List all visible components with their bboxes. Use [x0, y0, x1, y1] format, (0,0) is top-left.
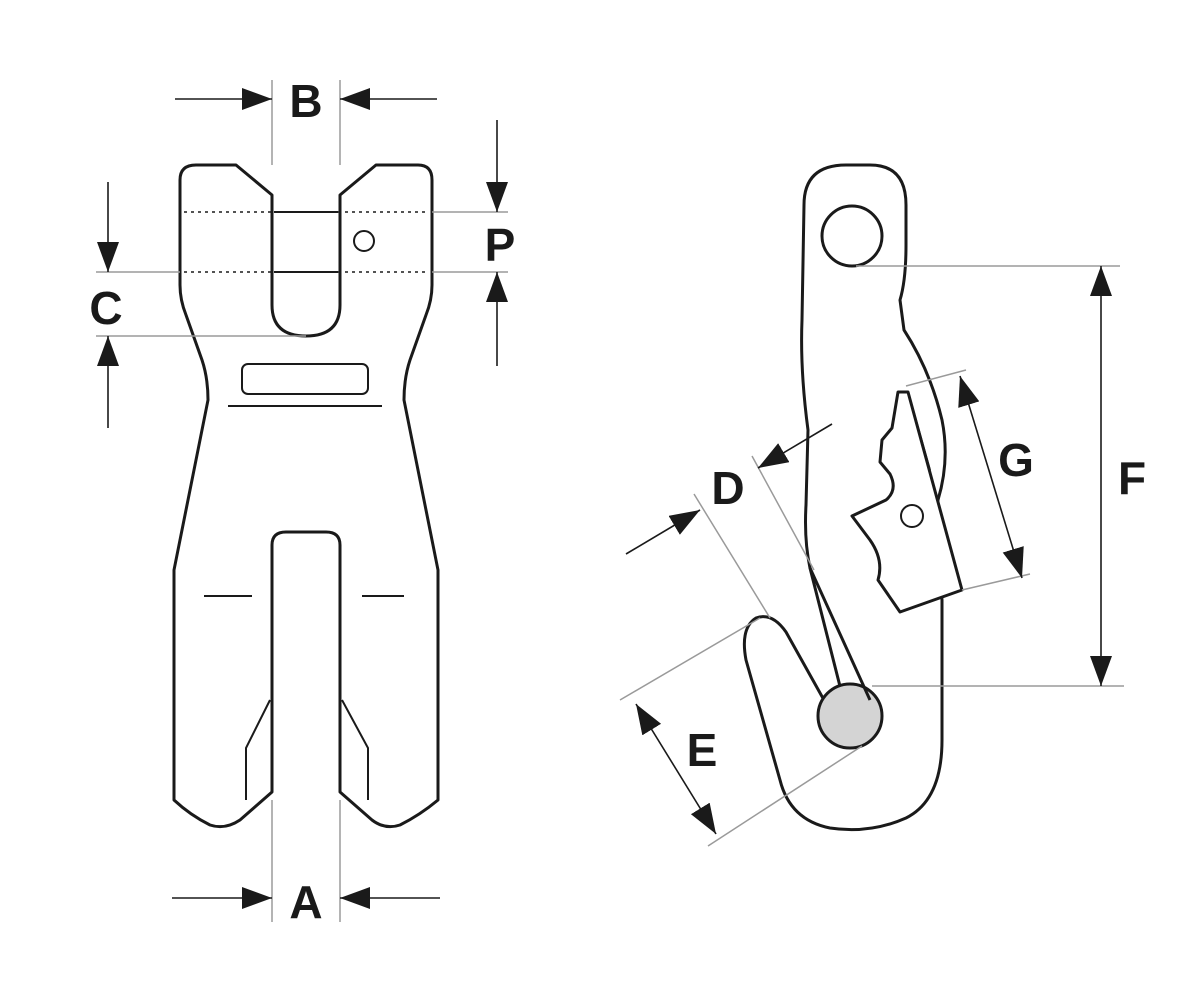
e-ext-bottom: [707, 745, 863, 847]
front-view: B A P C: [89, 75, 515, 928]
label-d: D: [711, 462, 744, 514]
side-view: F G D E: [619, 163, 1146, 847]
latch-pivot-hole: [900, 504, 924, 528]
dim-e-arrow: [635, 703, 717, 835]
dim-g-arrow: [958, 375, 1024, 579]
left-bevel-line: [245, 699, 271, 800]
dim-d-right-arrow: [757, 423, 833, 469]
g-ext-top: [905, 369, 967, 387]
g-ext-bottom: [961, 573, 1031, 591]
d-ext-left: [693, 493, 771, 619]
label-b: B: [289, 75, 322, 127]
dim-d-left-arrow: [625, 509, 701, 555]
eye-hole: [820, 204, 884, 268]
side-body-outline: [742, 163, 947, 832]
label-a: A: [289, 876, 322, 928]
marking-slot: [241, 363, 369, 395]
d-ext-right: [751, 455, 815, 571]
label-p: P: [485, 219, 516, 271]
e-ext-top: [619, 617, 761, 701]
right-bevel-line: [341, 699, 369, 800]
label-g: G: [998, 434, 1034, 486]
label-f: F: [1118, 452, 1146, 504]
label-e: E: [687, 724, 718, 776]
front-body-outline: [172, 163, 440, 829]
latch: [850, 390, 964, 614]
label-c: C: [89, 282, 122, 334]
latch-inner-edge: [907, 391, 931, 471]
throat-edge: [808, 567, 872, 701]
lock-hole: [353, 230, 375, 252]
load-pin: [816, 682, 884, 750]
